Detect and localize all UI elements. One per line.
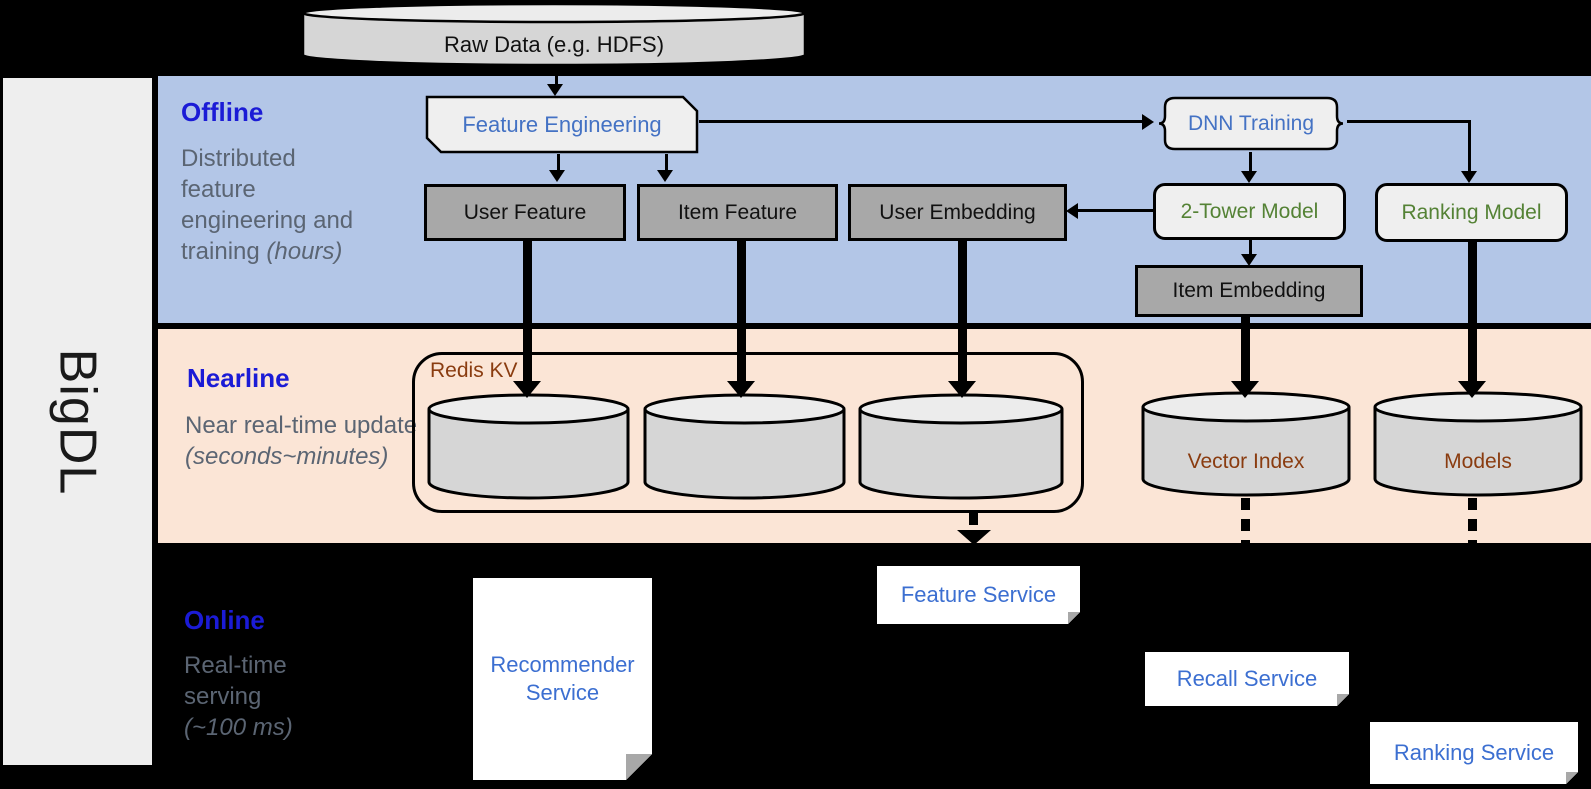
offline-desc: Distributed feature engineering and trai… [181,143,376,267]
recall-service-label: Recall Service [1176,666,1318,691]
kv-cylinder-1 [426,392,631,500]
arrow-dnn-to-rankingmodel-v [1468,120,1471,172]
arrow-itemfeature-to-kv [737,241,746,382]
online-desc-text: Real-time serving [184,652,287,710]
offline-desc-text: Distributed feature engineering and trai… [181,145,354,265]
dashed-line-vectorindex-down [1241,498,1250,543]
cylinder-shape [1141,391,1351,497]
arrowhead [957,530,991,545]
offline-title: Offline [181,97,264,127]
kv-cylinder-3 [857,392,1065,500]
bigdl-brand-label: BigDL [48,348,107,495]
raw-data-label: Raw Data (e.g. HDFS) [443,31,665,57]
user-feature-node: User Feature [424,184,626,241]
dnn-training-label: DNN Training [1187,111,1315,135]
recall-service-node: Recall Service [1145,652,1349,706]
arrow-itemembedding-to-vectorindex [1241,317,1250,382]
arrowhead [1231,381,1259,398]
feature-engineering-label: Feature Engineering [462,111,662,137]
arrowhead [657,170,673,182]
ranking-service-label: Ranking Service [1393,740,1555,765]
raw-data-cylinder: Raw Data (e.g. HDFS) [300,2,808,67]
dashed-line-models-down [1468,498,1477,543]
arrow-userfeature-to-kv [523,241,532,382]
item-embedding-node: Item Embedding [1135,265,1363,317]
models-cylinder: Models [1372,390,1584,497]
arrow-rawdata-to-fe [555,67,558,85]
dnn-training-node: DNN Training [1155,95,1347,152]
item-feature-node: Item Feature [637,184,838,241]
recommender-service-doc: Recommender Service [473,578,652,780]
feature-service-fold [1068,612,1080,624]
arrowhead [1142,114,1154,130]
arrowhead [1066,203,1078,219]
arrowhead [1461,171,1477,183]
kv-cylinder-2 [642,392,847,500]
sidebar-bigdl: BigDL [3,78,152,765]
arrow-dnn-to-twotower [1249,152,1252,172]
vector-index-label: Vector Index [1187,449,1305,473]
vector-index-cylinder: Vector Index [1140,390,1352,497]
brace-rect-shape [1158,96,1344,151]
online-title: Online [184,605,265,635]
arrow-rankingmodel-to-models [1468,242,1477,382]
arrowhead [1458,381,1486,398]
arrow-twotower-to-itemembedding [1249,240,1252,255]
nearline-title: Nearline [187,363,290,393]
models-label: Models [1444,449,1512,473]
arrowhead [948,381,976,398]
cylinder-shape [301,2,807,67]
cylinder-shape [1373,391,1583,497]
feature-service-label: Feature Service [900,582,1057,607]
online-desc: Real-time serving (~100 ms) [184,650,324,743]
cylinder-shape [643,393,846,500]
arrowhead [513,381,541,398]
arrowhead [547,84,563,96]
redis-kv-label: Redis KV [430,359,518,382]
nearline-desc-text: Near real-time update [185,412,418,439]
arrow-dnn-to-rankingmodel-h [1347,120,1471,123]
arrowhead [727,381,755,398]
ranking-service-node: Ranking Service [1370,722,1578,784]
arrow-userembedding-to-kv [958,241,967,382]
feature-engineering-node: Feature Engineering [425,95,699,154]
redis-kv-container [412,352,1084,513]
arrow-fe-to-userfeature [557,154,560,171]
recommender-doc-fold [626,754,652,780]
two-tower-model-node: 2-Tower Model [1153,183,1346,240]
cylinder-shape [858,393,1064,500]
arrow-fe-to-itemfeature [665,154,668,171]
arrow-fe-to-dnn [699,120,1142,123]
arrowhead [1241,254,1257,266]
arrow-twotower-to-userembedding [1078,209,1153,212]
recommender-service-label: Recommender Service [490,652,635,705]
online-desc-italic: (~100 ms) [184,714,293,741]
arrowhead [1241,171,1257,183]
arrowhead [549,170,565,182]
cylinder-shape [427,393,630,500]
nearline-desc-italic: (seconds~minutes) [185,443,389,470]
dashed-arrow-kv-to-featureservice [969,513,978,531]
offline-desc-italic: (hours) [266,238,343,265]
recall-service-fold [1337,694,1349,706]
snip-rect-shape [425,95,699,154]
ranking-service-fold [1566,772,1578,784]
nearline-desc: Near real-time update (seconds~minutes) [185,410,420,472]
user-embedding-node: User Embedding [848,184,1067,241]
ranking-model-node: Ranking Model [1375,183,1568,242]
feature-service-node: Feature Service [877,566,1080,624]
